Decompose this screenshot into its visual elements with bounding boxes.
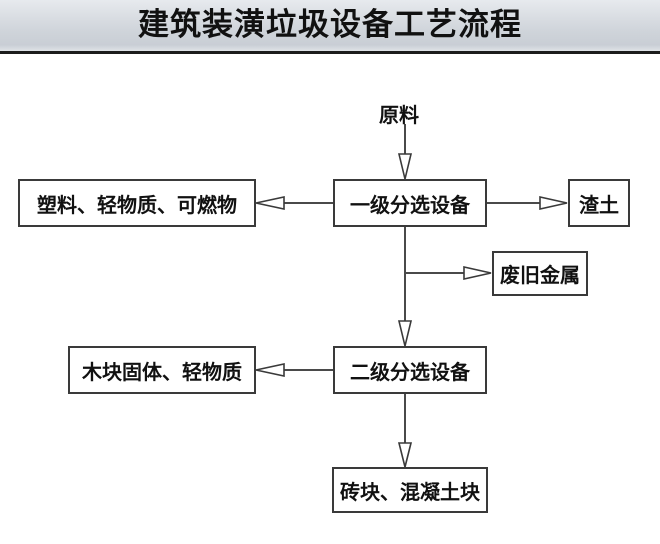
node-slag: 渣土 [568,179,630,227]
node-scrap-metal: 废旧金属 [492,251,588,296]
connector-layer [255,124,568,468]
node-stage1-sorting-equipment: 一级分选设备 [333,179,487,227]
edge-stage1-to-scrap-metal [405,266,492,280]
node-stage2-sorting-equipment: 二级分选设备 [333,346,487,394]
node-plastics: 塑料、轻物质、可燃物 [18,179,256,227]
edge-stage1-to-slag [487,196,568,210]
title-bar: 建筑装潢垃圾设备工艺流程 [0,0,660,54]
edge-stage2-to-wood [255,363,333,377]
node-wood-solids: 木块固体、轻物质 [68,346,256,394]
page-title: 建筑装潢垃圾设备工艺流程 [138,7,522,43]
edge-stage2-to-brick [397,394,413,468]
node-raw-material: 原料 [379,103,419,127]
edge-stage1-to-plastics [255,196,333,210]
flowchart-canvas: 原料 塑料、轻物质、可燃物 一级分选设备 渣土 废旧金属 木块固体、轻物质 二级… [0,54,660,544]
node-brick-concrete: 砖块、混凝土块 [332,467,488,513]
edge-stage1-to-stage2 [397,227,413,347]
edge-raw-material-to-stage1 [397,124,413,180]
